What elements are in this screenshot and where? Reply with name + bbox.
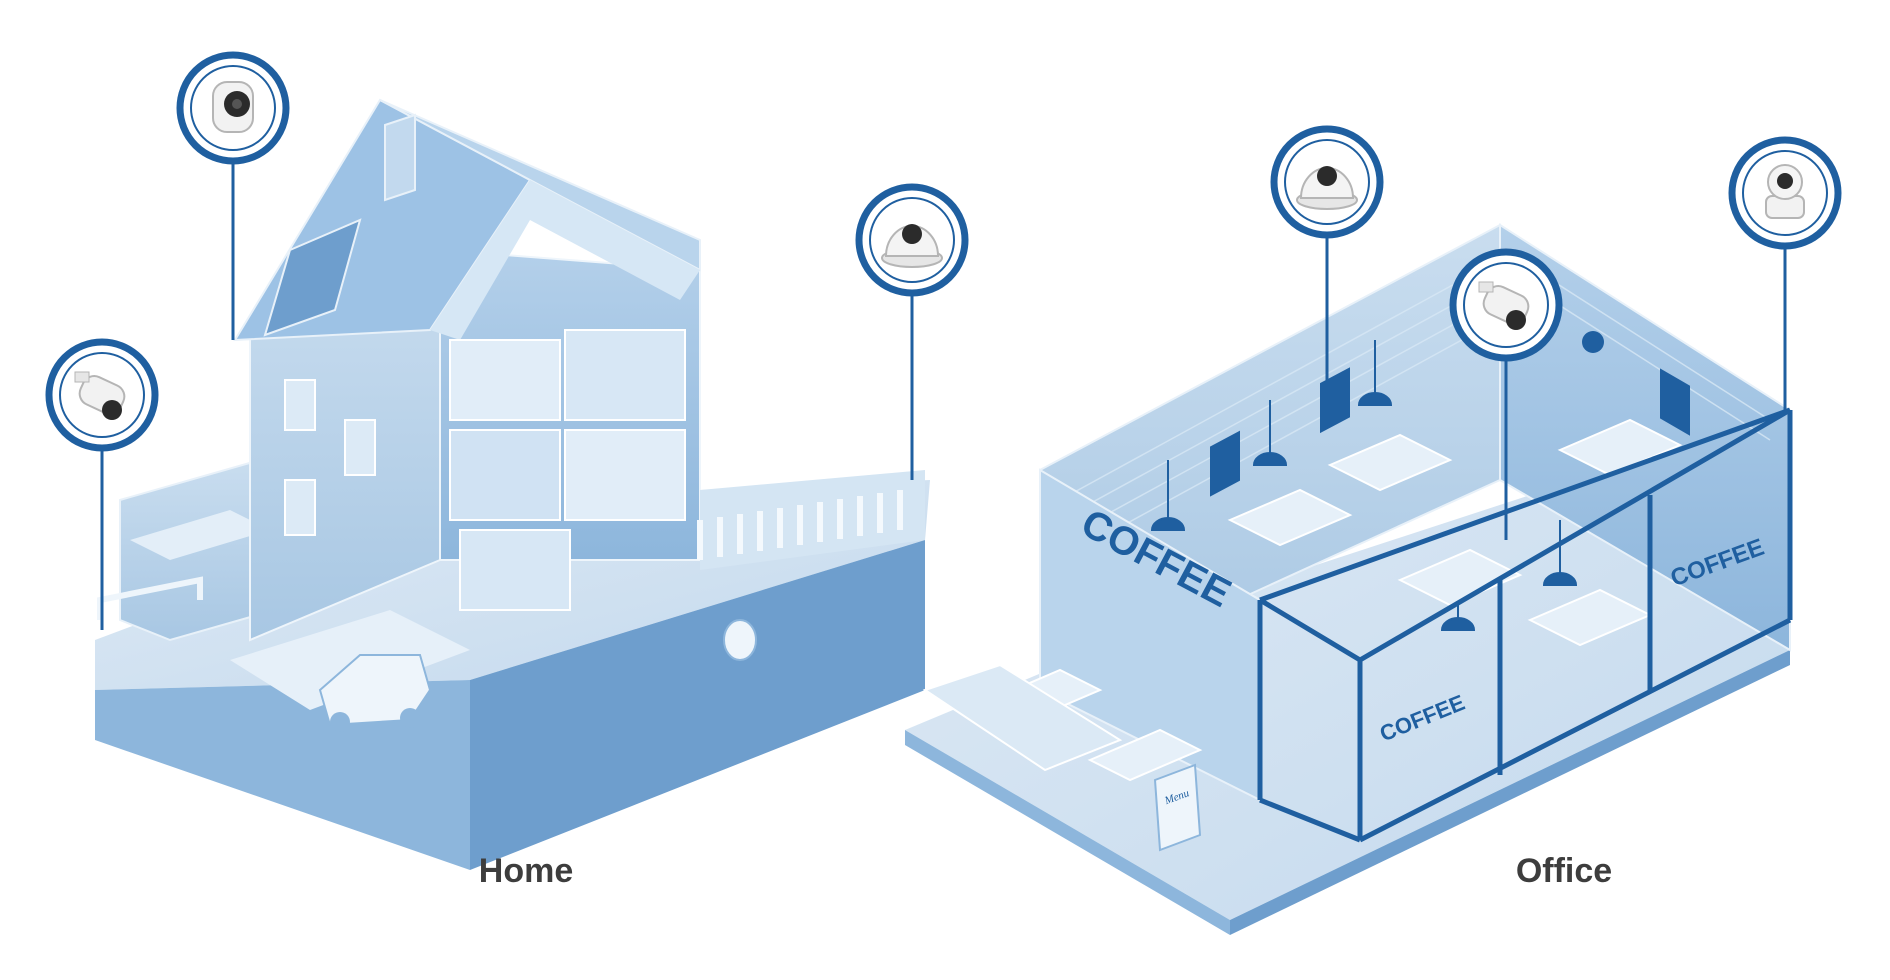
home-window — [344, 419, 376, 476]
camera-callout-home-indoor[interactable] — [176, 51, 290, 165]
home-car — [318, 654, 432, 732]
bullet-camera-icon — [74, 371, 126, 420]
home-illustration — [95, 98, 930, 870]
office-wall-clock — [1582, 331, 1604, 353]
home-roof-gable — [430, 180, 700, 340]
dome-camera-icon — [881, 224, 943, 268]
camera-callout-office-bullet[interactable] — [1449, 248, 1563, 362]
office-poster — [1660, 368, 1690, 436]
home-window — [284, 379, 316, 431]
office-floor-edge — [905, 730, 1230, 935]
camera-callout-home-bullet[interactable] — [45, 338, 159, 452]
camera-callout-office-dome[interactable] — [1270, 125, 1384, 239]
home-solar-panel — [263, 218, 362, 337]
home-base-side — [470, 540, 925, 870]
home-fence-left — [97, 576, 203, 620]
home-fence-right — [697, 490, 903, 560]
home-room — [449, 339, 561, 421]
home-caption: Home — [478, 852, 574, 890]
home-window — [284, 479, 316, 536]
office-glass-frame — [1257, 407, 1793, 843]
dome-camera-icon — [1296, 166, 1358, 210]
indoor-camera-icon — [212, 81, 254, 133]
office-menu-board — [1153, 763, 1202, 852]
home-room — [564, 329, 686, 421]
office-pendant-lamps — [1150, 340, 1578, 631]
pan-tilt-camera-icon — [1765, 164, 1805, 219]
office-poster — [1210, 430, 1240, 497]
camera-callout-office-pantilt[interactable] — [1728, 136, 1842, 250]
office-steps — [922, 663, 1123, 772]
office-caption: Office — [1515, 852, 1613, 890]
office-illustration: COFFEE COFFEE COFF — [905, 223, 1793, 935]
home-room — [449, 429, 561, 521]
bullet-camera-icon — [1478, 281, 1530, 330]
home-room — [459, 529, 571, 611]
home-left-steps — [130, 510, 270, 560]
home-yard — [700, 470, 925, 570]
office-floor-edge-right — [1230, 650, 1790, 935]
home-pipe — [723, 619, 757, 661]
home-driveway — [230, 610, 470, 710]
camera-callout-home-dome[interactable] — [855, 183, 969, 297]
home-base-front — [95, 680, 470, 870]
home-room — [564, 429, 686, 521]
camera-leader-lines — [100, 160, 1787, 630]
office-furniture — [987, 418, 1683, 782]
home-chimney — [384, 113, 416, 202]
